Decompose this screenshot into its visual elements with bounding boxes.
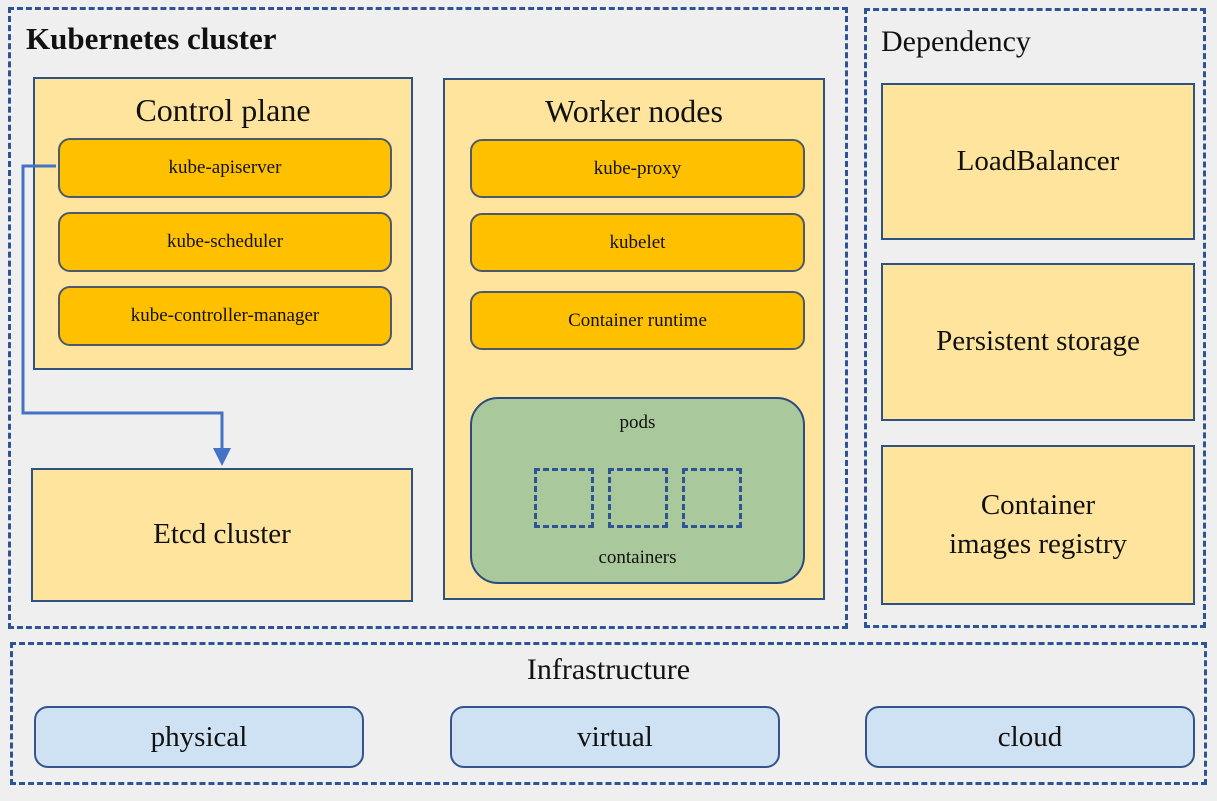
control-plane-title: Control plane — [135, 92, 311, 128]
control-plane-panel: Control plane kube-apiserver kube-schedu… — [33, 77, 413, 370]
dependency-container-images-registry-box: Container images registry — [881, 445, 1195, 605]
pods-group: pods containers — [470, 397, 805, 584]
container-square — [607, 468, 668, 528]
pods-label: pods — [619, 412, 656, 433]
component-kubelet: kubelet — [470, 213, 805, 272]
infrastructure-title: Infrastructure — [526, 653, 691, 686]
worker-nodes-title: Worker nodes — [545, 93, 723, 129]
container-square — [533, 468, 594, 528]
container-square — [681, 468, 742, 528]
dependency-group: Dependency LoadBalancer Persistent stora… — [864, 8, 1206, 628]
component-kube-scheduler: kube-scheduler — [58, 212, 392, 272]
component-kube-proxy: kube-proxy — [470, 139, 805, 198]
container-squares-row — [472, 468, 803, 528]
component-container-runtime: Container runtime — [470, 291, 805, 350]
infrastructure-cloud-box: cloud — [865, 706, 1195, 768]
containers-label: containers — [598, 547, 677, 568]
component-kube-controller-manager: kube-controller-manager — [58, 286, 392, 346]
infrastructure-physical-box: physical — [34, 706, 364, 768]
etcd-cluster-box: Etcd cluster — [31, 468, 413, 602]
component-kube-apiserver: kube-apiserver — [58, 138, 392, 198]
kubernetes-cluster-title: Kubernetes cluster — [26, 21, 277, 56]
dependency-title: Dependency — [881, 25, 1031, 58]
dependency-persistent-storage-box: Persistent storage — [881, 263, 1195, 421]
dependency-loadbalancer-box: LoadBalancer — [881, 83, 1195, 240]
kubernetes-cluster-group — [8, 7, 848, 629]
worker-nodes-panel: Worker nodes kube-proxy kubelet Containe… — [443, 78, 825, 600]
infrastructure-group: Infrastructure physical virtual cloud — [10, 642, 1207, 785]
infrastructure-virtual-box: virtual — [450, 706, 780, 768]
